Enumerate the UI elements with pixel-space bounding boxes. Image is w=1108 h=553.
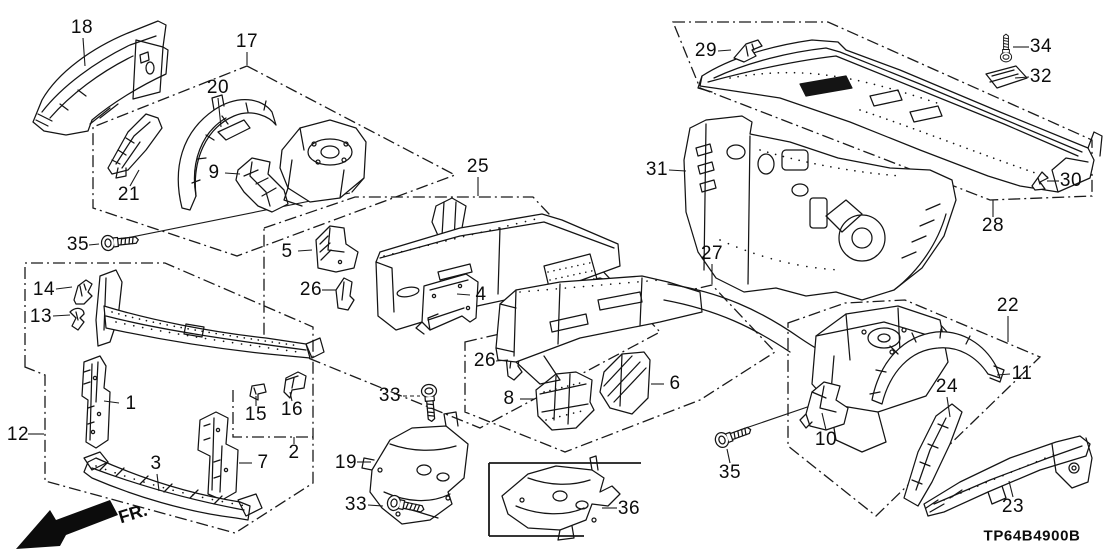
callout-9: 9 [208, 162, 220, 183]
callout-31: 31 [645, 159, 669, 180]
part-30-art [1031, 171, 1049, 191]
part-23-art [923, 435, 1093, 517]
callout-7: 7 [257, 452, 269, 473]
part-20-art [177, 94, 277, 211]
callout-21: 21 [117, 184, 141, 205]
part-7-art [197, 411, 239, 501]
part-16-art [283, 371, 307, 399]
callout-26b: 26 [473, 350, 497, 371]
callout-11: 11 [1011, 363, 1033, 384]
callout-36: 36 [617, 498, 641, 519]
part-3-art [83, 451, 263, 521]
callout-25: 25 [466, 156, 490, 177]
fr-arrow-icon [16, 500, 118, 549]
callout-22: 22 [996, 295, 1020, 316]
callout-26a: 26 [299, 279, 323, 300]
callout-1: 1 [125, 393, 137, 414]
callout-30: 30 [1059, 170, 1083, 191]
part-8-art [535, 371, 595, 431]
part-31-art [683, 115, 957, 301]
callout-12: 12 [6, 424, 30, 445]
part-36-art [501, 455, 621, 541]
part-11-art [869, 328, 1005, 405]
callout-29: 29 [694, 40, 718, 61]
callout-15: 15 [244, 404, 268, 425]
callout-6: 6 [669, 373, 681, 394]
part-18-art [32, 20, 169, 136]
part-1-art [81, 355, 111, 449]
diagram-code: TP64B4900B [983, 527, 1081, 545]
group-22-boundary [787, 299, 1042, 517]
part-36-box [488, 462, 641, 537]
part-32-art [985, 65, 1028, 89]
callout-14: 14 [32, 279, 56, 300]
part-29-art [733, 39, 763, 63]
callout-5: 5 [281, 241, 293, 262]
bolt-icon-34 [999, 33, 1013, 63]
group-17-boundary [92, 65, 457, 257]
callout-13: 13 [29, 306, 53, 327]
part-5-art [315, 225, 359, 273]
part-24-art [903, 403, 963, 507]
callout-34: 34 [1029, 36, 1053, 57]
callout-35a: 35 [66, 234, 90, 255]
leader-lines [28, 37, 1059, 509]
part-4-art [415, 273, 479, 335]
part-9-art [235, 157, 289, 213]
part-12-upper-crossmember-art [95, 269, 325, 359]
part-13-art [69, 307, 85, 331]
callout-20: 20 [206, 77, 230, 98]
part-10-art [799, 381, 849, 431]
part-17-damper-housing-art [279, 119, 367, 207]
callout-24: 24 [935, 376, 959, 397]
part-26a-art [335, 277, 355, 311]
callout-33b: 33 [344, 494, 368, 515]
callout-2: 2 [288, 442, 300, 463]
group-12-boundary [24, 262, 314, 534]
callout-28: 28 [981, 215, 1005, 236]
callout-16: 16 [280, 399, 304, 420]
callout-10: 10 [814, 429, 838, 450]
callout-27: 27 [700, 243, 724, 264]
bolt-icon-33a [420, 383, 440, 423]
callout-32: 32 [1029, 66, 1053, 87]
group-27-boundary [464, 284, 777, 453]
callout-3: 3 [150, 453, 162, 474]
callout-33a: 33 [378, 385, 402, 406]
bolt-icon-35a [100, 231, 140, 252]
part-6-art [599, 351, 651, 415]
callout-19: 19 [334, 452, 358, 473]
part-21-art [107, 113, 163, 179]
callout-18: 18 [70, 17, 94, 38]
part-28-art [697, 39, 1103, 193]
group-2-boundary [232, 390, 313, 438]
callout-23: 23 [1001, 496, 1025, 517]
callout-17: 17 [235, 31, 259, 52]
callout-8: 8 [503, 388, 515, 409]
callout-35b: 35 [718, 462, 742, 483]
bolt-icon-35b [712, 421, 754, 450]
part-15-art [249, 383, 267, 401]
part-14-art [73, 279, 93, 305]
callout-4: 4 [475, 284, 487, 305]
